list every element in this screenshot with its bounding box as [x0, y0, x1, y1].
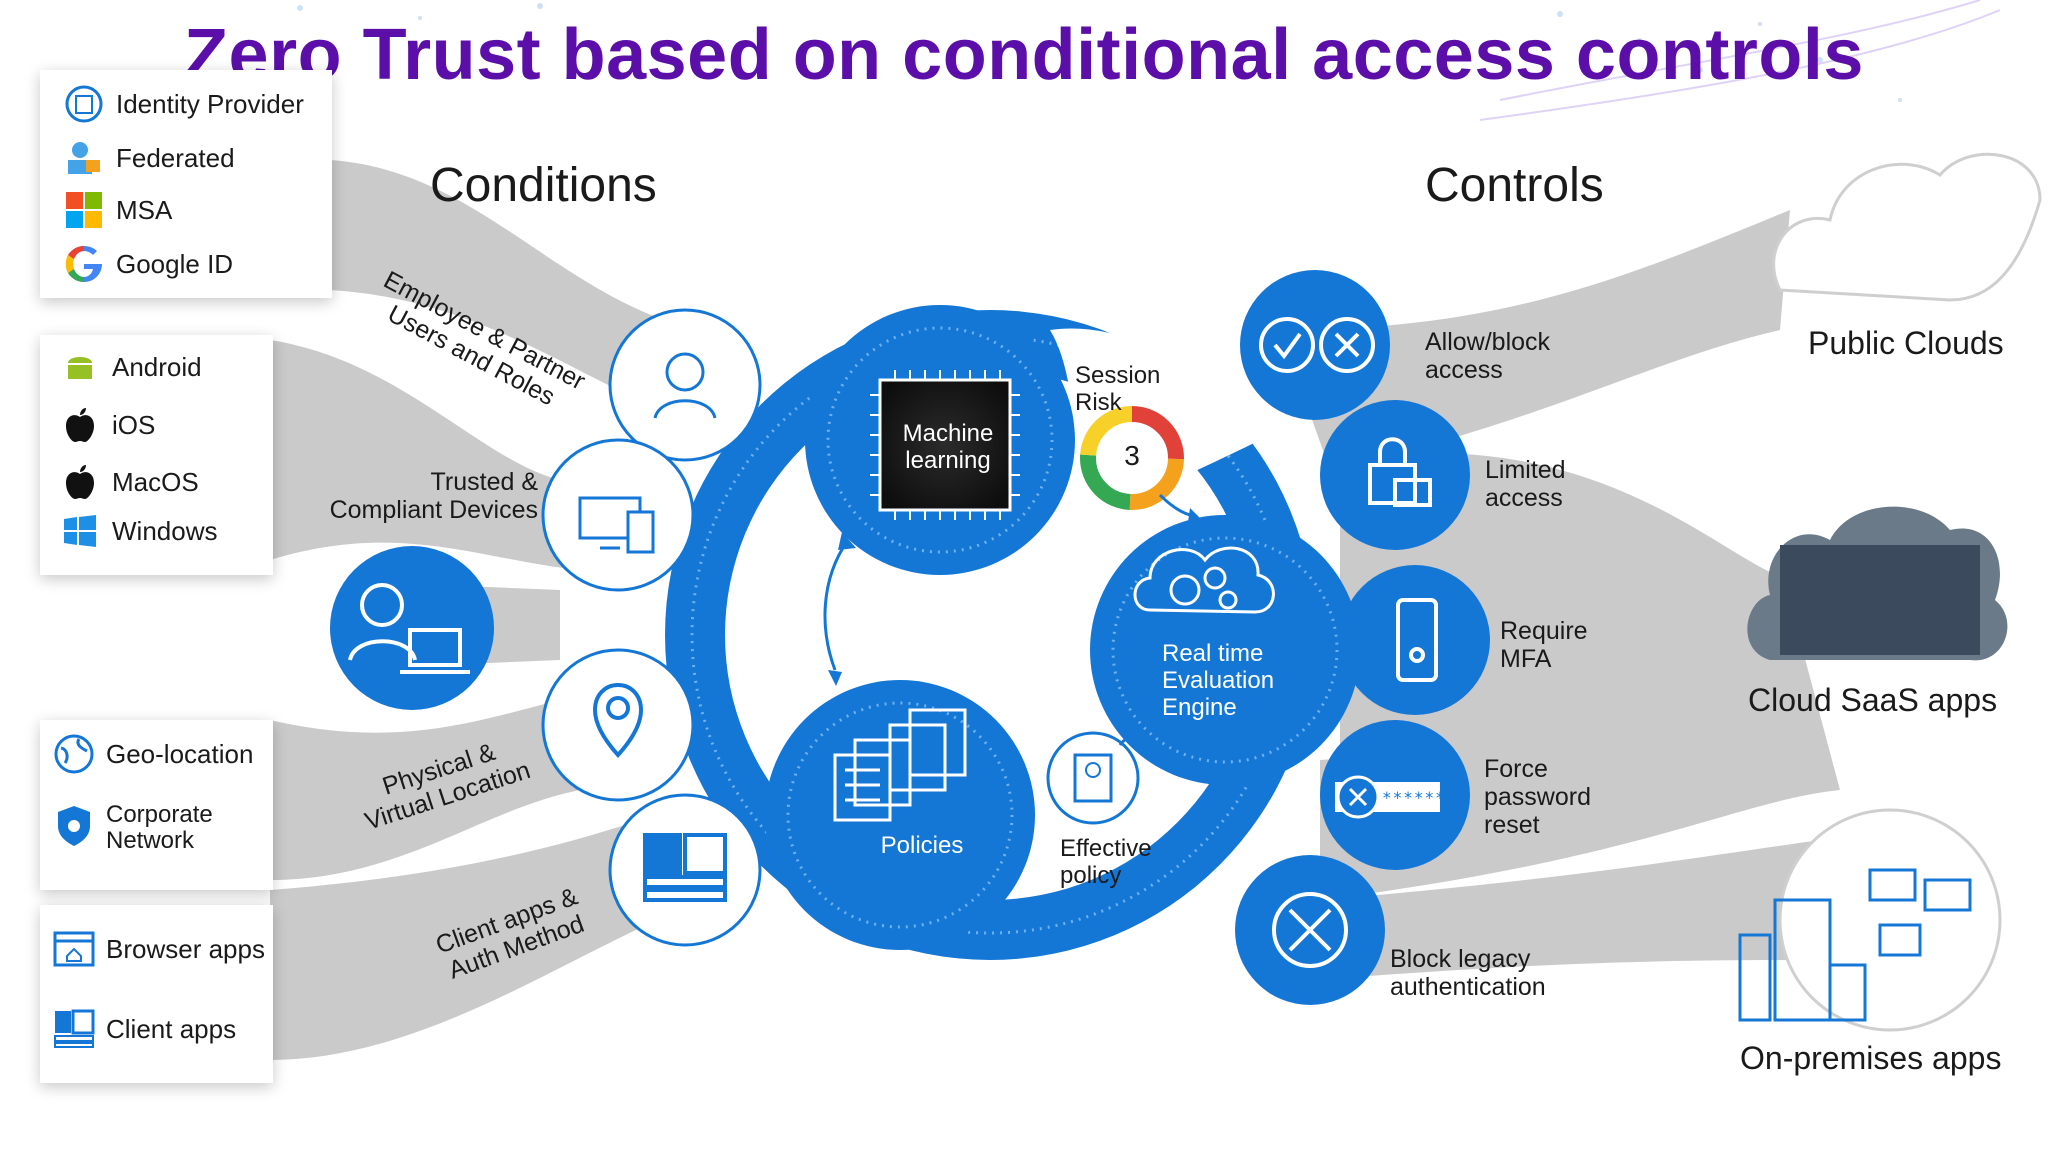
location-pin-icon	[592, 682, 644, 758]
evaluation-engine-label: Real time Evaluation Engine	[1162, 640, 1275, 721]
device-item-macos: MacOS	[58, 460, 199, 504]
risk-to-engine-arrow	[1158, 493, 1191, 517]
apps-item-browser: Browser apps	[52, 927, 265, 971]
effective-policy-label: Effective policy	[1060, 835, 1152, 889]
allow-block-icon	[1259, 317, 1375, 373]
client-apps-icon	[52, 1007, 96, 1051]
devices-icon	[578, 496, 655, 554]
identity-item-label: Federated	[116, 142, 235, 173]
effective-policy-badge	[1046, 731, 1140, 825]
cloud-saas-label: Cloud SaaS apps	[1748, 682, 1998, 718]
microsoft-logo-icon	[62, 188, 106, 232]
location-item-network: Corporate Network	[52, 802, 236, 854]
policies-docs-icon	[833, 708, 967, 822]
decorative-dots	[297, 3, 1902, 102]
apps-item-client: Client apps	[52, 1007, 236, 1051]
decorative-waves	[1479, 0, 2001, 121]
condition-label-line: Trusted &	[430, 468, 538, 496]
policy-to-engine-arrow	[1118, 736, 1151, 746]
public-cloud-shape	[1772, 152, 2042, 302]
control-label-limited: Limited access	[1485, 456, 1566, 512]
device-box: Android iOS MacOS Windows	[40, 335, 273, 575]
location-item-label: Corporate Network	[106, 801, 213, 854]
browser-icon	[52, 927, 96, 971]
identity-item-federated: Federated	[62, 136, 235, 180]
globe-icon	[52, 732, 96, 776]
onprem-circle-shape	[1778, 808, 2002, 1032]
apple-icon	[58, 403, 102, 447]
condition-label-devices: Trusted & Compliant Devices	[318, 468, 538, 524]
device-item-label: iOS	[112, 409, 156, 440]
user-icon	[653, 352, 717, 419]
condition-label-line: Compliant Devices	[329, 496, 538, 524]
mfa-phone-icon	[1396, 598, 1438, 682]
limited-access-icon	[1368, 437, 1432, 507]
identity-item-provider: Identity Provider	[62, 82, 304, 126]
control-label-password: Force password reset	[1484, 755, 1591, 839]
engine-cloud-icon	[1133, 546, 1275, 614]
device-item-label: Android	[112, 351, 202, 382]
federated-icon	[62, 136, 106, 180]
conditions-heading: Conditions	[430, 159, 657, 212]
google-logo-icon	[62, 242, 106, 286]
location-item-label: Geo-location	[106, 738, 254, 769]
controls-heading: Controls	[1425, 159, 1604, 212]
device-item-windows: Windows	[58, 509, 217, 553]
identity-item-label: MSA	[116, 194, 173, 225]
apps-item-label: Browser apps	[106, 933, 265, 964]
block-legacy-icon	[1272, 892, 1348, 968]
ml-policies-arrow	[823, 539, 850, 671]
saas-cloud-shape	[1747, 506, 2008, 661]
location-box: Geo-location Corporate Network	[40, 720, 273, 890]
control-label-allow-block: Allow/block access	[1425, 328, 1551, 384]
android-icon	[58, 345, 102, 389]
apple-icon	[58, 460, 102, 504]
device-item-android: Android	[58, 345, 202, 389]
masked-password: ******	[1382, 788, 1446, 807]
identity-item-label: Google ID	[116, 248, 234, 279]
buildings-icon	[1738, 868, 1972, 1022]
public-clouds-label: Public Clouds	[1808, 325, 2004, 361]
location-item-geo: Geo-location	[52, 732, 253, 776]
hub-lobes	[765, 305, 1360, 950]
saas-tiles	[1780, 545, 1980, 655]
identity-provider-icon	[62, 82, 106, 126]
identity-item-label: Identity Provider	[116, 88, 304, 119]
device-item-label: MacOS	[112, 466, 199, 497]
identity-box: Identity Provider Federated MSA Google I…	[40, 70, 332, 298]
control-label-block-legacy: Block legacy authentication	[1390, 945, 1546, 1001]
apps-item-label: Client apps	[106, 1013, 237, 1044]
page-title: Zero Trust based on conditional access c…	[184, 15, 1864, 95]
session-risk-gauge	[1080, 406, 1184, 510]
policies-label: Policies	[880, 832, 964, 859]
session-risk-label: Session Risk	[1075, 362, 1161, 416]
apps-grid-icon	[643, 833, 727, 902]
hub-lobes-inner	[786, 326, 1339, 929]
machine-learning-label: Machine learning	[902, 420, 994, 474]
password-reset-icon	[1335, 775, 1440, 819]
identity-item-msa: MSA	[62, 188, 172, 232]
user-laptop-icon	[348, 583, 470, 674]
onprem-apps-label: On-premises apps	[1740, 1040, 2002, 1076]
corporate-network-icon	[52, 806, 96, 850]
machine-learning-chip	[870, 370, 1020, 520]
apps-box: Browser apps Client apps	[40, 905, 273, 1083]
device-item-label: Windows	[112, 515, 218, 546]
identity-item-google: Google ID	[62, 242, 233, 286]
device-item-ios: iOS	[58, 403, 155, 447]
control-label-mfa: Require MFA	[1500, 617, 1588, 673]
windows-logo-icon	[58, 509, 102, 553]
risk-score: 3	[1124, 440, 1140, 471]
